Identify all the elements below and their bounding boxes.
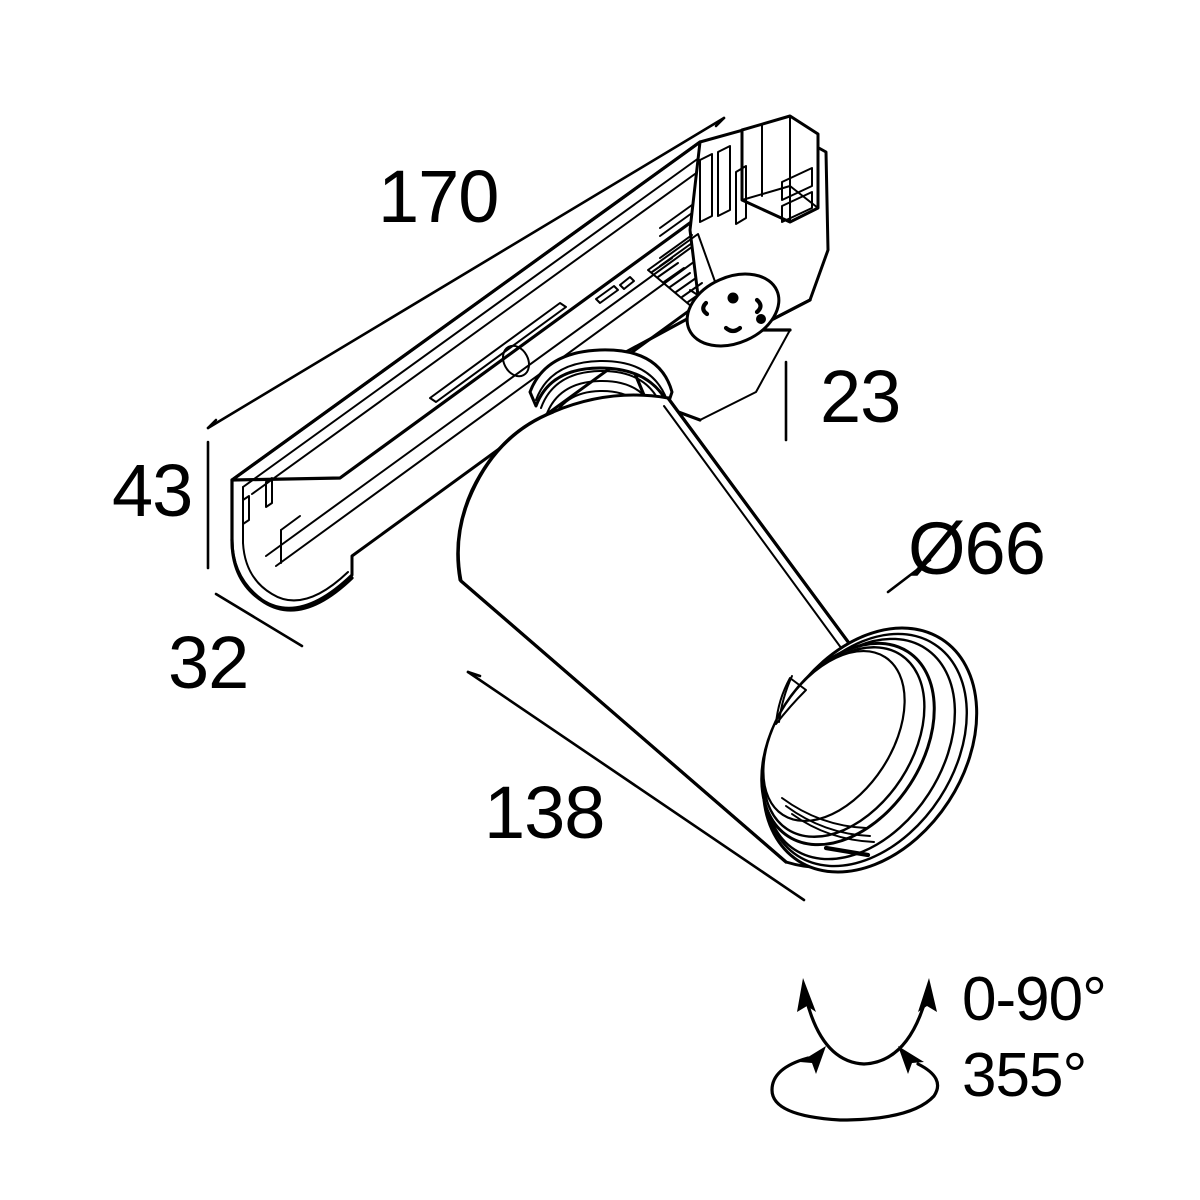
rotation-range-icon xyxy=(770,1046,940,1122)
rotation-range-label: 355° xyxy=(962,1041,1086,1110)
rotation-contact-plate xyxy=(685,272,781,348)
dimension-label-diameter-66: Ø66 xyxy=(908,507,1045,590)
dimension-label-32: 32 xyxy=(168,621,248,704)
dimension-line-170 xyxy=(206,116,726,430)
tilt-range-label: 0-90° xyxy=(962,965,1106,1034)
dimension-label-170: 170 xyxy=(378,155,498,238)
reflector-opening xyxy=(760,626,979,874)
dimension-label-138: 138 xyxy=(484,771,604,854)
track-adapter-body xyxy=(230,140,802,612)
dimension-leader-diameter xyxy=(886,558,932,594)
dimension-label-23: 23 xyxy=(820,355,900,438)
dimension-line-138 xyxy=(466,670,806,902)
dimension-line-32 xyxy=(214,592,304,648)
tilt-range-icon xyxy=(797,978,937,1066)
dimension-label-43: 43 xyxy=(112,449,192,532)
